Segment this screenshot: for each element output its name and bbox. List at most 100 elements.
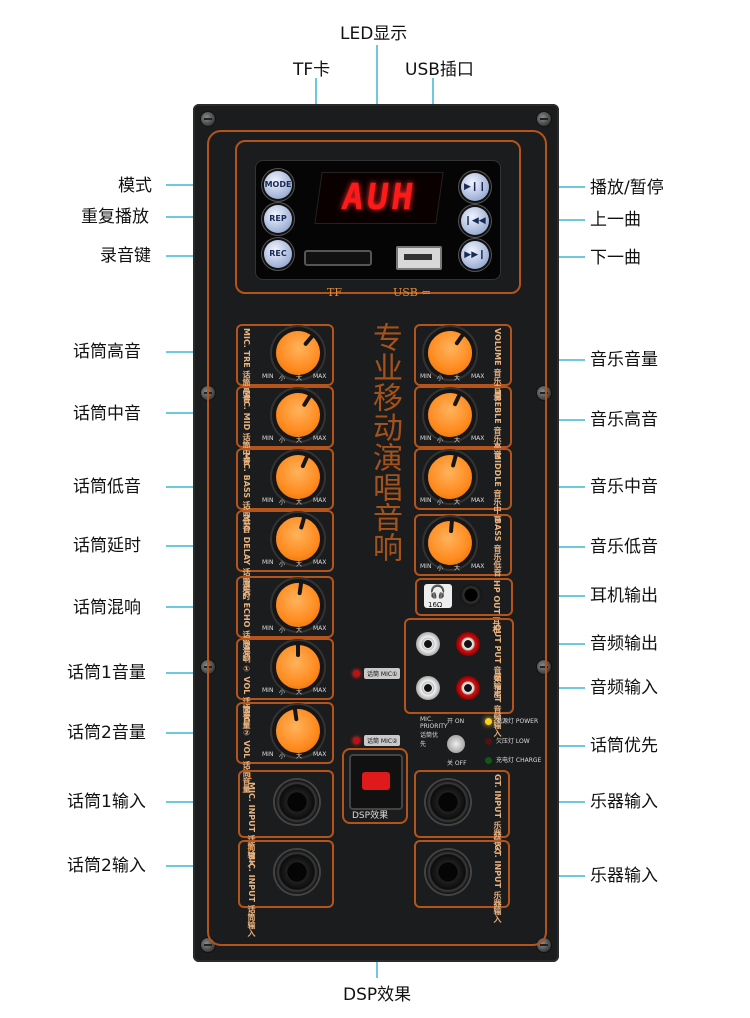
music-knob-box xyxy=(414,386,512,448)
low-led-label: 欠压灯 LOW xyxy=(496,738,530,745)
knob-scale-label: 大 xyxy=(296,627,303,634)
audio-in-label: IN PUT 音频输入 xyxy=(493,672,502,738)
callout-usb-port: USB插口 xyxy=(405,60,474,80)
callout-dsp-effect: DSP效果 xyxy=(343,985,412,1005)
knob-scale-label: 小 xyxy=(437,375,444,382)
instrument1-input-label: GT. INPUT 乐器输入 xyxy=(493,774,502,853)
mic-knob-label: MIC. MID 话筒中音 xyxy=(242,390,251,465)
callout-mic-treble: 话筒高音 xyxy=(73,342,141,362)
screw-icon xyxy=(537,386,551,400)
callout-audio-in: 音频输入 xyxy=(590,678,658,698)
instrument1-input-jack[interactable] xyxy=(426,780,470,824)
previous-track-button[interactable]: ❙◀◀ xyxy=(461,207,489,235)
mic1-indicator-led xyxy=(353,670,360,677)
knob-scale-label: 小 xyxy=(279,499,286,506)
audio-out-right-jack[interactable] xyxy=(456,632,480,656)
mic-knob[interactable] xyxy=(276,643,320,689)
mic2-indicator-led xyxy=(353,737,360,744)
tf-label: TF xyxy=(327,286,342,299)
callout-repeat: 重复播放 xyxy=(81,207,149,227)
knob-scale-label: MIN xyxy=(420,373,432,380)
mic-knob-label: MIC. ② VOL 话筒音量 xyxy=(242,706,251,794)
knob-scale-label: MIN xyxy=(262,435,274,442)
priority-off-label: 关 OFF xyxy=(447,760,467,767)
knob-scale-label: 小 xyxy=(437,437,444,444)
headphone-jack[interactable] xyxy=(460,584,482,606)
instrument2-input-jack[interactable] xyxy=(426,850,470,894)
mic1-input-jack[interactable] xyxy=(275,780,319,824)
callout-mic-delay: 话筒延时 xyxy=(73,536,141,556)
mic-knob-label: MIC. BASS 话筒低音 xyxy=(242,452,251,533)
knob-scale-label: MIN xyxy=(262,687,274,694)
mic-knob-box xyxy=(236,448,334,510)
power-led xyxy=(485,718,492,725)
knob-scale-label: 小 xyxy=(279,561,286,568)
mic1-indicator-label: 话筒 MIC① xyxy=(364,668,401,679)
knob-scale-label: MIN xyxy=(262,559,274,566)
mic2-input-jack[interactable] xyxy=(275,850,319,894)
play-pause-button[interactable]: ▶❙❙ xyxy=(461,173,489,201)
screw-icon xyxy=(537,660,551,674)
repeat-button[interactable]: REP xyxy=(264,205,292,233)
audio-io-box xyxy=(404,618,514,714)
knob-scale-label: MAX xyxy=(313,687,327,694)
instrument1-input-box xyxy=(414,770,510,838)
mode-button[interactable]: MODE xyxy=(264,171,292,199)
audio-in-right-jack[interactable] xyxy=(456,676,480,700)
callout-mic2-volume: 话筒2音量 xyxy=(67,723,146,743)
next-track-button[interactable]: ▶▶❙ xyxy=(461,241,489,269)
callout-mic-bass: 话筒低音 xyxy=(73,477,141,497)
knob-scale-label: 大 xyxy=(296,753,303,760)
headphone-icon: 🎧 xyxy=(424,584,452,608)
mic2-number: 2 xyxy=(247,842,253,852)
panel-outline xyxy=(207,130,547,946)
audio-out-left-jack[interactable] xyxy=(416,632,440,656)
audio-in-left-jack[interactable] xyxy=(416,676,440,700)
headphone-label: HP OUT 耳机 xyxy=(492,580,501,633)
mic-priority-switch[interactable] xyxy=(447,735,465,753)
mic-priority-label: MIC. PRIORITY 话筒优先 xyxy=(420,716,448,748)
knob-scale-label: 小 xyxy=(437,565,444,572)
mic1-input-label: MIC. INPUT 话筒输入 xyxy=(247,782,256,867)
mic-knob-box xyxy=(236,702,334,764)
record-button[interactable]: REC xyxy=(264,240,292,268)
screw-icon xyxy=(201,112,215,126)
callout-music-volume: 音乐音量 xyxy=(590,350,658,370)
audio-out-label: OUT PUT 音频输出 xyxy=(493,624,502,699)
knob-scale-label: MIN xyxy=(262,625,274,632)
dsp-effect-button[interactable] xyxy=(349,754,403,810)
knob-scale-label: MIN xyxy=(262,751,274,758)
dsp-box xyxy=(342,748,408,824)
knob-scale-label: 小 xyxy=(437,499,444,506)
knob-scale-label: 大 xyxy=(296,437,303,444)
callout-music-bass: 音乐低音 xyxy=(590,537,658,557)
mic2-input-label: MIC. INPUT 话筒输入 xyxy=(247,852,256,937)
mic-knob-box xyxy=(236,510,334,572)
usb-port[interactable] xyxy=(396,246,442,270)
mic-knob-box xyxy=(236,638,334,700)
player-outline xyxy=(235,140,521,294)
music-knob-box xyxy=(414,514,512,576)
usb-label: USB ⇐ xyxy=(393,286,431,299)
callout-instrument-input-1: 乐器输入 xyxy=(590,792,658,812)
knob-scale-label: 大 xyxy=(296,375,303,382)
knob-scale-label: MAX xyxy=(471,497,485,504)
knob-scale-label: MAX xyxy=(471,563,485,570)
mic1-input-box xyxy=(238,770,334,838)
callout-play-pause: 播放/暂停 xyxy=(590,178,664,198)
knob-scale-label: 大 xyxy=(296,499,303,506)
mic-knob-label: MIC. ECHO 话筒混响 xyxy=(242,580,251,663)
callout-mode: 模式 xyxy=(118,176,152,196)
knob-scale-label: 小 xyxy=(279,375,286,382)
knob-scale-label: MAX xyxy=(471,373,485,380)
mic1-number: 1 xyxy=(247,772,253,782)
led-display: AUH xyxy=(314,172,444,224)
callout-mic1-volume: 话筒1音量 xyxy=(67,663,146,683)
knob-scale-label: MAX xyxy=(313,751,327,758)
knob-scale-label: MAX xyxy=(313,497,327,504)
knob-scale-label: MIN xyxy=(262,497,274,504)
callout-tf-card: TF卡 xyxy=(293,60,331,80)
instrument2-input-label: GT. INPUT 乐器输入 xyxy=(493,844,502,923)
dsp-label: DSP效果 xyxy=(352,811,389,821)
tf-card-slot[interactable] xyxy=(304,250,372,266)
